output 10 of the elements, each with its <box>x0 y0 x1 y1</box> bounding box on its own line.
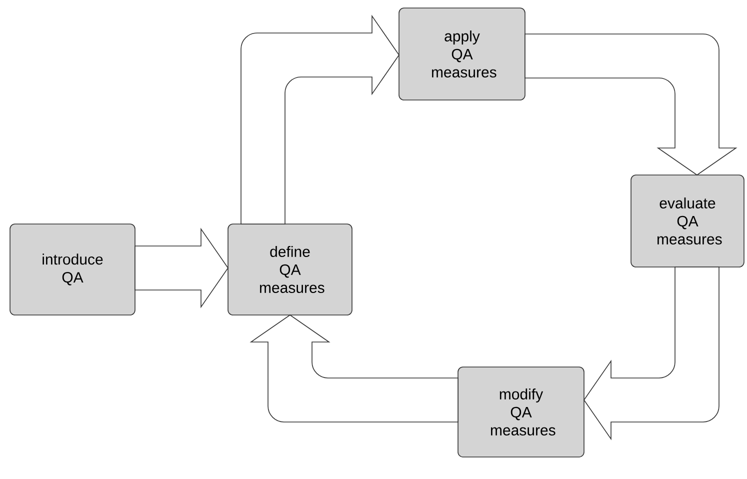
block-arrow <box>240 16 400 224</box>
process-box: evaluate QA measures <box>630 174 744 268</box>
process-box: define QA measures <box>228 224 352 316</box>
block-arrow <box>524 34 736 176</box>
process-box: apply QA measures <box>398 8 526 100</box>
process-box: introduce QA <box>10 224 136 316</box>
block-arrow <box>250 314 458 422</box>
block-arrow <box>584 266 720 440</box>
process-box: modify QA measures <box>458 366 584 458</box>
block-arrow <box>134 228 228 308</box>
